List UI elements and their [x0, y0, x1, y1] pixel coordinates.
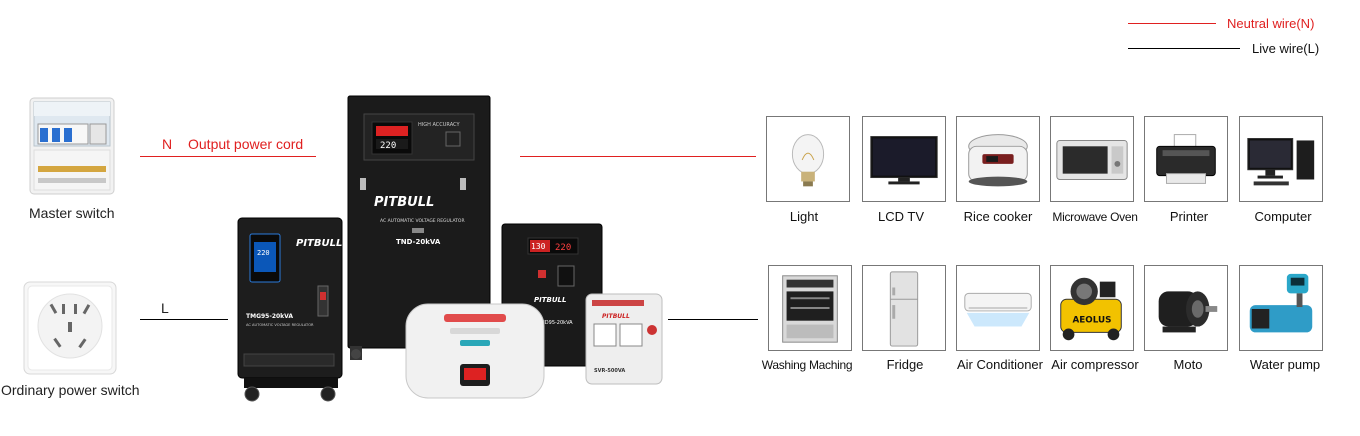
- label-lcd-tv: LCD TV: [878, 209, 924, 224]
- ordinary-switch-socket: [22, 280, 118, 376]
- large-display-value: 220: [380, 141, 396, 151]
- wall-brand-text: PITBULL: [534, 296, 566, 304]
- wall-model-text: TND95-20kVA: [537, 320, 573, 326]
- live-output-line: [668, 319, 758, 320]
- label-microwave-oven: Microwave Oven: [1052, 210, 1138, 224]
- label-light: Light: [789, 209, 819, 224]
- printer-icon: [1156, 134, 1216, 184]
- neutral-legend-line: [1128, 23, 1216, 24]
- microwave-icon: [1056, 139, 1128, 180]
- label-fridge: Fridge: [886, 357, 924, 372]
- rice-cooker-icon: [968, 134, 1028, 187]
- large-brand-text: PITBULL: [374, 195, 434, 210]
- tile-fridge: [862, 265, 946, 351]
- wall-display-b: 220: [555, 243, 571, 253]
- large-cabinet-regulator: 220 HIGH ACCURACY PITBULL AC AUTOMATIC V…: [346, 94, 492, 362]
- tile-moto: [1144, 265, 1228, 351]
- label-air-compressor: Air compressor: [1051, 357, 1139, 372]
- label-printer: Printer: [1169, 209, 1209, 224]
- tall-model-text: TMG95-20kVA: [246, 313, 293, 320]
- compressor-brand-text: AEOLUS: [1072, 316, 1111, 326]
- label-rice-cooker: Rice cooker: [963, 209, 1033, 224]
- tile-printer: [1144, 116, 1228, 202]
- label-air-conditioner: Air Conditioner: [957, 357, 1043, 372]
- air-compressor-icon: AEOLUS: [1060, 277, 1122, 341]
- tall-panel-text: AC AUTOMATIC VOLTAGE REGULATOR: [246, 323, 314, 327]
- neutral-n-label: N: [162, 136, 173, 152]
- tile-air-conditioner: [956, 265, 1040, 351]
- tile-computer: [1239, 116, 1323, 202]
- tile-washing: [768, 265, 852, 351]
- master-switch-box: [28, 96, 116, 196]
- light-bulb-icon: [791, 134, 825, 187]
- tile-water-pump: [1239, 265, 1323, 351]
- live-l-label: L: [161, 300, 169, 316]
- motor-icon: [1158, 291, 1218, 333]
- tall-regulator: 220 PITBULL TMG95-20kVA AC AUTOMATIC VOL…: [236, 216, 346, 406]
- small-white-regulator: PITBULL SVR-500VA: [584, 292, 664, 386]
- neutral-legend-label: Neutral wire(N): [1227, 16, 1315, 31]
- label-moto: Moto: [1173, 357, 1203, 372]
- tile-microwave: [1050, 116, 1134, 202]
- tile-lcd-tv: [862, 116, 946, 202]
- white-wall-regulator: [404, 302, 546, 400]
- label-washing-maching: Washing Maching: [761, 358, 853, 372]
- water-pump-icon: [1249, 273, 1313, 333]
- master-switch-label: Master switch: [29, 205, 115, 221]
- large-accuracy-text: HIGH ACCURACY: [418, 122, 460, 128]
- live-legend-line: [1128, 48, 1240, 49]
- output-power-cord-label: Output power cord: [188, 136, 304, 152]
- wall-display-a: 130: [531, 242, 546, 251]
- fridge-icon: [889, 271, 919, 347]
- neutral-input-line: [140, 156, 316, 157]
- large-model-text: TND-20kVA: [396, 238, 441, 246]
- tall-display-value: 220: [257, 249, 270, 257]
- tile-light: [766, 116, 850, 202]
- oven-icon: [782, 275, 838, 343]
- large-panel-text: AC AUTOMATIC VOLTAGE REGULATOR: [380, 218, 465, 224]
- computer-icon: [1247, 138, 1315, 186]
- tile-air-compressor: AEOLUS: [1050, 265, 1134, 351]
- label-computer: Computer: [1254, 209, 1312, 224]
- neutral-output-line: [520, 156, 756, 157]
- lcd-tv-icon: [870, 136, 938, 185]
- tall-brand-text: PITBULL: [296, 238, 342, 249]
- ordinary-switch-label: Ordinary power switch: [1, 382, 140, 398]
- tile-rice-cooker: [956, 116, 1040, 202]
- air-conditioner-icon: [964, 292, 1032, 327]
- small-model-text: SVR-500VA: [594, 368, 625, 374]
- live-input-line: [140, 319, 228, 320]
- live-legend-label: Live wire(L): [1252, 41, 1320, 56]
- small-brand-text: PITBULL: [602, 313, 630, 320]
- label-water-pump: Water pump: [1249, 357, 1321, 372]
